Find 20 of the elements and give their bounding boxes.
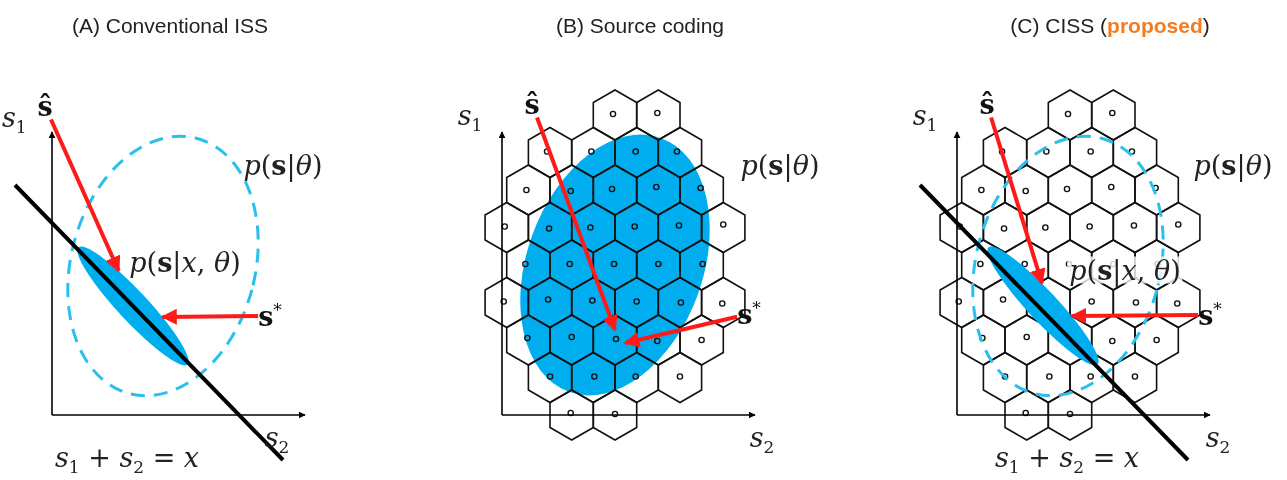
axis-label: s$_{1}$ [2,103,27,137]
constraint-equation: s$_{1}$ + s$_{2}$ = x [54,443,200,477]
arrow [160,308,259,325]
panel-title: (C) CISS (proposed) [1010,14,1210,36]
axis-label: s$_{1}$ [457,101,483,135]
panel-title: (A) Conventional ISS [71,14,269,36]
point-label: ŝ [524,90,540,118]
point-label: s$^{*}$ [737,300,761,328]
arrow [49,118,121,273]
point-label: s$^{*}$ [1198,301,1222,329]
point-label: s$^{*}$ [258,302,282,330]
arrow [1070,308,1199,324]
panel-title: (B) Source coding [555,14,725,36]
axis-label: s$_{2}$ [1205,423,1231,457]
constraint-equation: s$_{1}$ + s$_{2}$ = x [994,443,1140,477]
point-label: ŝ [37,92,53,120]
axis-label: s$_{1}$ [912,101,938,135]
axis-label: s$_{2}$ [264,423,290,457]
point-label: ŝ [979,90,995,118]
axis-label: s$_{2}$ [749,423,775,457]
